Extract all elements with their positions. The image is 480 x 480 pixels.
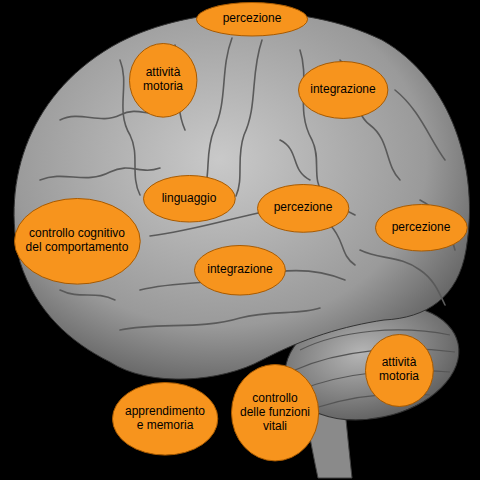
region-function: controllo delle funzioni vitali	[239, 392, 311, 433]
label-ellipse-shape	[129, 43, 196, 117]
region-function: integrazione	[200, 263, 280, 277]
region-function: attività motoria	[371, 356, 427, 384]
region-function: percezione	[263, 201, 343, 215]
label-ellipse-shape	[196, 3, 307, 36]
region-function: percezione	[381, 221, 461, 235]
cerebrum	[14, 12, 469, 379]
label-ellipse-shape	[195, 245, 286, 295]
label-ellipse-shape	[231, 365, 318, 461]
region-label: attività motoria	[365, 334, 434, 407]
label-ellipse-shape	[112, 383, 217, 456]
region-label: integrazione	[194, 245, 286, 296]
region-function: apprendimento e memoria	[120, 405, 210, 433]
region-label: linguaggio	[143, 175, 236, 223]
region-function: integrazione	[303, 83, 383, 97]
label-ellipse-shape	[375, 205, 467, 252]
region-label: integrazione	[298, 61, 388, 119]
region-function: controllo cognitivo del comportamento	[21, 227, 133, 255]
region-label: percezione	[257, 184, 349, 233]
region-label: attività motoria	[129, 43, 197, 118]
label-ellipse-shape	[14, 198, 140, 284]
cerebellum-folia	[295, 330, 455, 408]
label-ellipse-shape	[365, 334, 433, 406]
label-ellipse-shape	[257, 184, 348, 232]
label-ellipse-shape	[143, 176, 235, 223]
label-ellipse-shape	[298, 62, 387, 119]
region-function: attività motoria	[135, 66, 191, 94]
region-label: controllo delle funzioni vitali	[231, 364, 319, 461]
region-label: apprendimento e memoria	[112, 382, 218, 456]
region-label: controllo cognitivo del comportamento	[14, 198, 141, 285]
region-label: percezione	[375, 204, 468, 252]
region-function: percezione	[207, 12, 297, 26]
region-function: linguaggio	[149, 192, 229, 206]
region-label: percezione	[196, 2, 308, 36]
gyri	[40, 38, 455, 330]
